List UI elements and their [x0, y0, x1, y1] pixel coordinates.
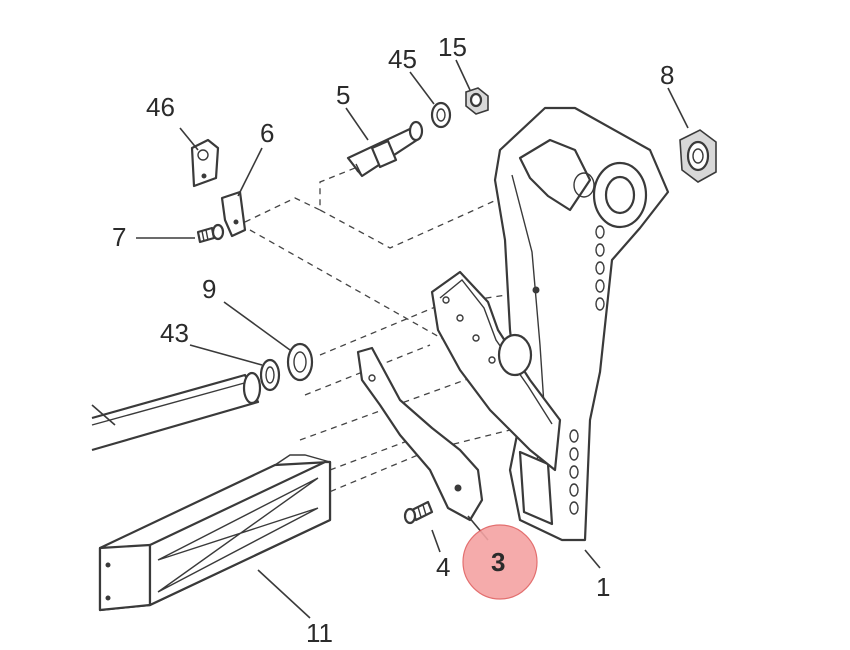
- part-15-nut[interactable]: [465, 87, 489, 115]
- bracket-holes-upper: [595, 225, 605, 311]
- part-labels: 46 6 7 9 43 5 45 15 8 1 4 11 3: [112, 32, 674, 648]
- shaft-tube[interactable]: [91, 371, 262, 452]
- label-15: 15: [438, 32, 467, 62]
- part-3-flat-plate[interactable]: [356, 346, 484, 522]
- part-4-bolt[interactable]: [403, 500, 434, 525]
- part-1-main-bracket[interactable]: [493, 106, 670, 542]
- part-8-large-nut[interactable]: [679, 129, 717, 183]
- label-3: 3: [491, 547, 505, 577]
- label-8: 8: [660, 60, 674, 90]
- part-45-washer[interactable]: [430, 101, 452, 129]
- part-6-clip[interactable]: [220, 190, 247, 238]
- part-43-ring[interactable]: [259, 358, 281, 392]
- label-4: 4: [436, 552, 450, 582]
- label-43: 43: [160, 318, 189, 348]
- part-11-step-pad[interactable]: [98, 454, 332, 612]
- label-46: 46: [146, 92, 175, 122]
- leader-lines: [136, 59, 689, 619]
- part-46-bracket[interactable]: [190, 138, 220, 188]
- label-5: 5: [336, 80, 350, 110]
- part-5-pin[interactable]: [346, 120, 424, 178]
- label-7: 7: [112, 222, 126, 252]
- label-45: 45: [388, 44, 417, 74]
- label-1: 1: [596, 572, 610, 602]
- part-7-screw[interactable]: [196, 223, 225, 244]
- label-9: 9: [202, 274, 216, 304]
- label-11: 11: [306, 618, 333, 648]
- highlight-circle-part-3[interactable]: [462, 524, 538, 600]
- label-6: 6: [260, 118, 274, 148]
- bracket-holes-lower: [569, 429, 579, 515]
- part-9-washer[interactable]: [286, 342, 314, 382]
- curved-side-plate[interactable]: [430, 270, 562, 472]
